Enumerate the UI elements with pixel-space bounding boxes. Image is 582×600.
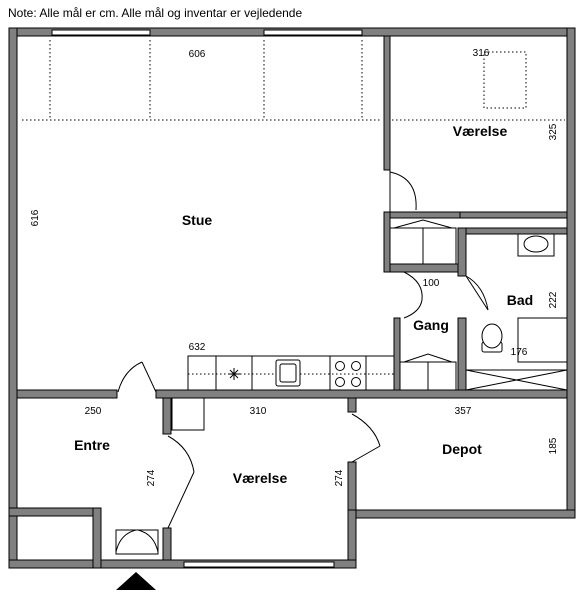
door-vaerelse-bottom [167, 435, 195, 473]
wall-mid-left [16, 389, 118, 399]
entrance-arrow-icon [116, 572, 156, 590]
dim-vaerelse-top-width: 316 [473, 48, 490, 59]
front-door [115, 529, 159, 555]
dim-vaerelse-bottom-width: 310 [250, 406, 267, 417]
window-stue-2 [263, 29, 363, 36]
door-depot [351, 413, 381, 447]
utility-cross [465, 369, 568, 391]
dim-stue-width: 606 [189, 49, 206, 60]
wall-notch-top [8, 507, 102, 517]
wall-gang-left [393, 317, 401, 391]
dim-kitchen-width: 632 [189, 342, 206, 353]
wall-notch-side [92, 507, 102, 569]
wall-entre-vaerelse-2 [162, 527, 172, 561]
shower [517, 317, 568, 363]
room-label-entre: Entre [74, 437, 110, 453]
wall-right [566, 27, 576, 519]
door-arc [403, 299, 423, 319]
wall-vaerelse-bottom [389, 211, 461, 219]
wall-vaerelse-bottom-2 [459, 211, 568, 219]
door-bad [465, 275, 489, 311]
dim-vaerelse-top-depth: 325 [548, 123, 559, 140]
skylight [483, 51, 527, 109]
door-leaf [351, 445, 381, 463]
window-stue-1 [51, 29, 151, 36]
wall-left [8, 27, 18, 569]
dotted-outlines [22, 40, 565, 121]
wall-vaerelse-depot-2 [347, 461, 357, 511]
room-labels: Stue Værelse Bad Gang Entre Værelse Depo… [74, 123, 533, 486]
wall-bottom-right [347, 509, 576, 519]
room-label-stue: Stue [182, 212, 213, 228]
sink-basin [279, 363, 297, 383]
kitchen [187, 355, 395, 391]
stove [335, 361, 361, 387]
wardrobe-entre [171, 397, 205, 431]
bath-sink-bowl [523, 235, 549, 253]
door-stue [117, 361, 143, 393]
door-leaf [167, 471, 195, 529]
wall-vaerelse-depot [347, 397, 357, 413]
window-vaerelse-bottom [183, 561, 335, 568]
plan-note: Note: Alle mål er cm. Alle mål og invent… [8, 6, 303, 20]
wall-gang-top [389, 263, 459, 273]
wall-stue-vaerelse [383, 35, 391, 171]
wall-entre-vaerelse [162, 397, 172, 435]
wall-bad-top [465, 227, 568, 235]
room-label-vaerelse-bottom: Værelse [233, 470, 288, 486]
toilet-bowl [481, 323, 503, 349]
dim-gang-width: 100 [423, 278, 440, 289]
door-leaf [141, 361, 157, 393]
windows [51, 29, 363, 568]
walls [8, 27, 576, 569]
dim-vaerelse-bottom-depth: 274 [334, 469, 345, 486]
dim-entre-depth: 274 [146, 469, 157, 486]
wall-bottom [8, 559, 357, 569]
doors [115, 170, 489, 555]
door-arc [115, 529, 137, 553]
dim-stue-depth: 616 [30, 209, 41, 226]
bathroom [465, 233, 568, 391]
wardrobes [171, 219, 457, 431]
wall-step [347, 509, 357, 569]
dim-entre-width: 250 [85, 406, 102, 417]
door-arc [137, 529, 159, 553]
door-gang [403, 271, 423, 301]
dimension-labels: 606 616 632 316 325 100 222 176 250 274 … [30, 48, 559, 486]
wall-bad-left [457, 227, 467, 277]
wardrobe-door-swing [403, 353, 453, 363]
door-vaerelse-top [389, 171, 417, 211]
dim-depot-width: 357 [455, 406, 472, 417]
wall-mid-right [155, 389, 568, 399]
wall-stue-gang [383, 211, 391, 273]
dim-bad-width: 176 [511, 347, 528, 358]
door-leaf [465, 275, 489, 311]
room-label-bad: Bad [507, 292, 533, 308]
dim-depot-depth: 185 [548, 437, 559, 454]
room-label-gang: Gang [413, 317, 449, 333]
room-label-vaerelse-top: Værelse [453, 123, 508, 139]
wall-bad-left-2 [457, 317, 467, 391]
dishwasher-icon [228, 368, 240, 380]
room-label-depot: Depot [442, 441, 482, 457]
wardrobe-door-swing [393, 219, 453, 229]
dim-bad-depth: 222 [548, 291, 559, 308]
